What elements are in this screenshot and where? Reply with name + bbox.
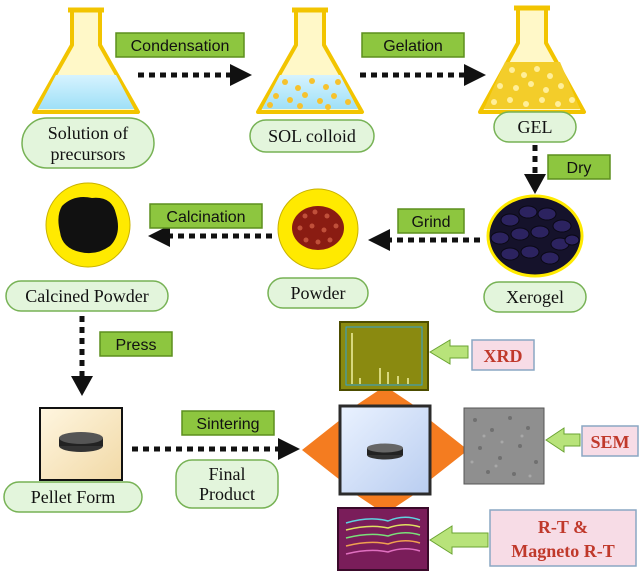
arrow-powder-to-calcined <box>148 225 272 247</box>
step-condensation: Condensation <box>115 32 245 58</box>
step-dry-label: Dry <box>567 160 592 177</box>
node-pellet-label: Pellet Form <box>31 487 116 507</box>
arrow-calcined-to-pellet <box>71 316 93 396</box>
node-pellet: Pellet Form <box>3 481 143 513</box>
arrow-solution-to-sol <box>138 64 252 86</box>
final-product-panel <box>338 404 432 496</box>
node-final-line2: Product <box>199 484 255 504</box>
node-solution: Solution of precursors <box>21 117 155 169</box>
node-powder-label: Powder <box>291 283 346 303</box>
sol-particles <box>267 78 351 110</box>
node-solution-line2: precursors <box>51 144 126 164</box>
node-gel: GEL <box>493 111 577 143</box>
label-rt: R-T & Magneto R-T <box>489 509 637 567</box>
label-sem-text: SEM <box>590 432 629 452</box>
arrow-gel-to-xerogel <box>524 145 546 194</box>
calcined-powder-sample <box>45 182 131 268</box>
node-sol-label: SOL colloid <box>268 126 356 146</box>
orange-arrow-left <box>302 420 340 480</box>
step-sintering: Sintering <box>181 410 275 436</box>
xrd-plot-thumbnail <box>339 321 429 391</box>
rt-plot-thumbnail <box>337 507 429 571</box>
label-rt-line1: R-T & <box>538 517 588 537</box>
pellet-sample <box>39 407 123 481</box>
xerogel-sample <box>486 194 584 278</box>
sem-pointer-arrow <box>545 427 581 453</box>
gel-particles <box>491 66 575 107</box>
flask-gel <box>478 5 586 114</box>
label-xrd: XRD <box>471 339 535 371</box>
rt-pointer-arrow <box>429 525 489 555</box>
node-xerogel: Xerogel <box>483 281 587 313</box>
arrow-pellet-to-final <box>132 438 300 460</box>
arrow-xerogel-to-powder <box>368 229 480 251</box>
node-sol: SOL colloid <box>249 119 375 153</box>
orange-arrow-down <box>355 494 415 514</box>
label-rt-line2: Magneto R-T <box>511 541 614 561</box>
step-dry: Dry <box>547 154 611 180</box>
step-condensation-label: Condensation <box>131 38 230 55</box>
node-powder: Powder <box>267 277 369 309</box>
characterization-arrows <box>302 386 468 514</box>
orange-arrow-up <box>355 386 415 406</box>
node-final-line1: Final <box>208 464 245 484</box>
node-xerogel-label: Xerogel <box>506 287 564 307</box>
orange-arrow-right <box>430 420 468 480</box>
node-gel-label: GEL <box>518 117 553 137</box>
step-gelation: Gelation <box>361 32 465 58</box>
flask-solution <box>32 7 140 114</box>
step-grind: Grind <box>397 208 465 234</box>
flask-sol <box>256 7 364 114</box>
step-gelation-label: Gelation <box>383 38 443 55</box>
step-press: Press <box>99 331 173 357</box>
step-sintering-label: Sintering <box>196 416 259 433</box>
step-calcination: Calcination <box>149 203 263 229</box>
step-calcination-label: Calcination <box>166 209 245 226</box>
node-solution-line1: Solution of <box>48 123 129 143</box>
xrd-pointer-arrow <box>429 339 469 365</box>
node-final-product: Final Product <box>175 459 279 509</box>
powder-sample <box>277 188 359 270</box>
label-xrd-text: XRD <box>484 346 523 366</box>
label-sem: SEM <box>581 425 639 457</box>
step-press-label: Press <box>116 337 157 354</box>
step-grind-label: Grind <box>411 214 450 231</box>
node-calcined-label: Calcined Powder <box>25 286 148 306</box>
arrow-sol-to-gel <box>360 64 486 86</box>
node-calcined: Calcined Powder <box>5 280 169 312</box>
sem-image-thumbnail <box>463 407 545 485</box>
